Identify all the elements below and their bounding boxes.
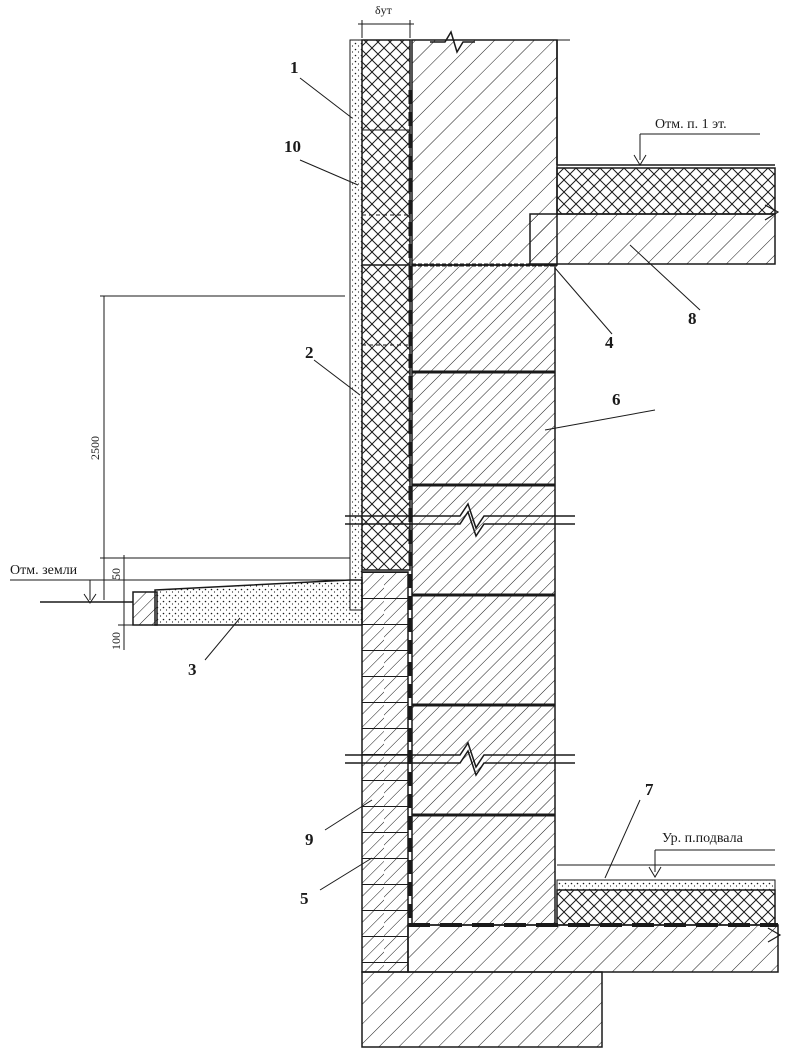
insulation-thickness-label: δут <box>375 3 393 17</box>
level-markers <box>10 133 775 878</box>
dim-50: 50 <box>109 568 123 580</box>
callout-5: 5 <box>300 889 309 908</box>
callout-10: 10 <box>284 137 301 156</box>
callout-7: 7 <box>645 780 654 799</box>
annotations: Отм. п. 1 эт. Отм. земли Ур. п.подвала δ… <box>10 3 744 846</box>
dimension-labels: 2500 50 100 <box>88 436 123 650</box>
callout-labels: 1 2 3 4 5 6 7 8 9 10 <box>188 58 697 908</box>
callout-2: 2 <box>305 343 314 362</box>
blind-area <box>40 579 363 640</box>
basement-wall-blocks <box>411 263 557 926</box>
callout-9: 9 <box>305 830 314 849</box>
brick-plinth <box>361 571 409 973</box>
break-lines <box>345 30 575 777</box>
first-floor-slab <box>529 167 780 265</box>
foundation <box>361 923 782 1048</box>
callout-1: 1 <box>290 58 299 77</box>
dim-2500: 2500 <box>88 436 102 460</box>
callout-4: 4 <box>605 333 614 352</box>
upper-wall <box>411 39 775 266</box>
basement-level-label: Ур. п.подвала <box>662 831 744 846</box>
basement-floor <box>556 864 776 926</box>
callout-3: 3 <box>188 660 197 679</box>
dimension-lines <box>100 20 414 650</box>
callout-6: 6 <box>612 390 621 409</box>
insulation-layer <box>361 39 411 571</box>
dim-100: 100 <box>109 632 123 650</box>
leader-lines <box>204 77 701 891</box>
callout-8: 8 <box>688 309 697 328</box>
floor-level-label: Отм. п. 1 эт. <box>655 117 727 132</box>
ground-level-label: Отм. земли <box>10 563 78 578</box>
